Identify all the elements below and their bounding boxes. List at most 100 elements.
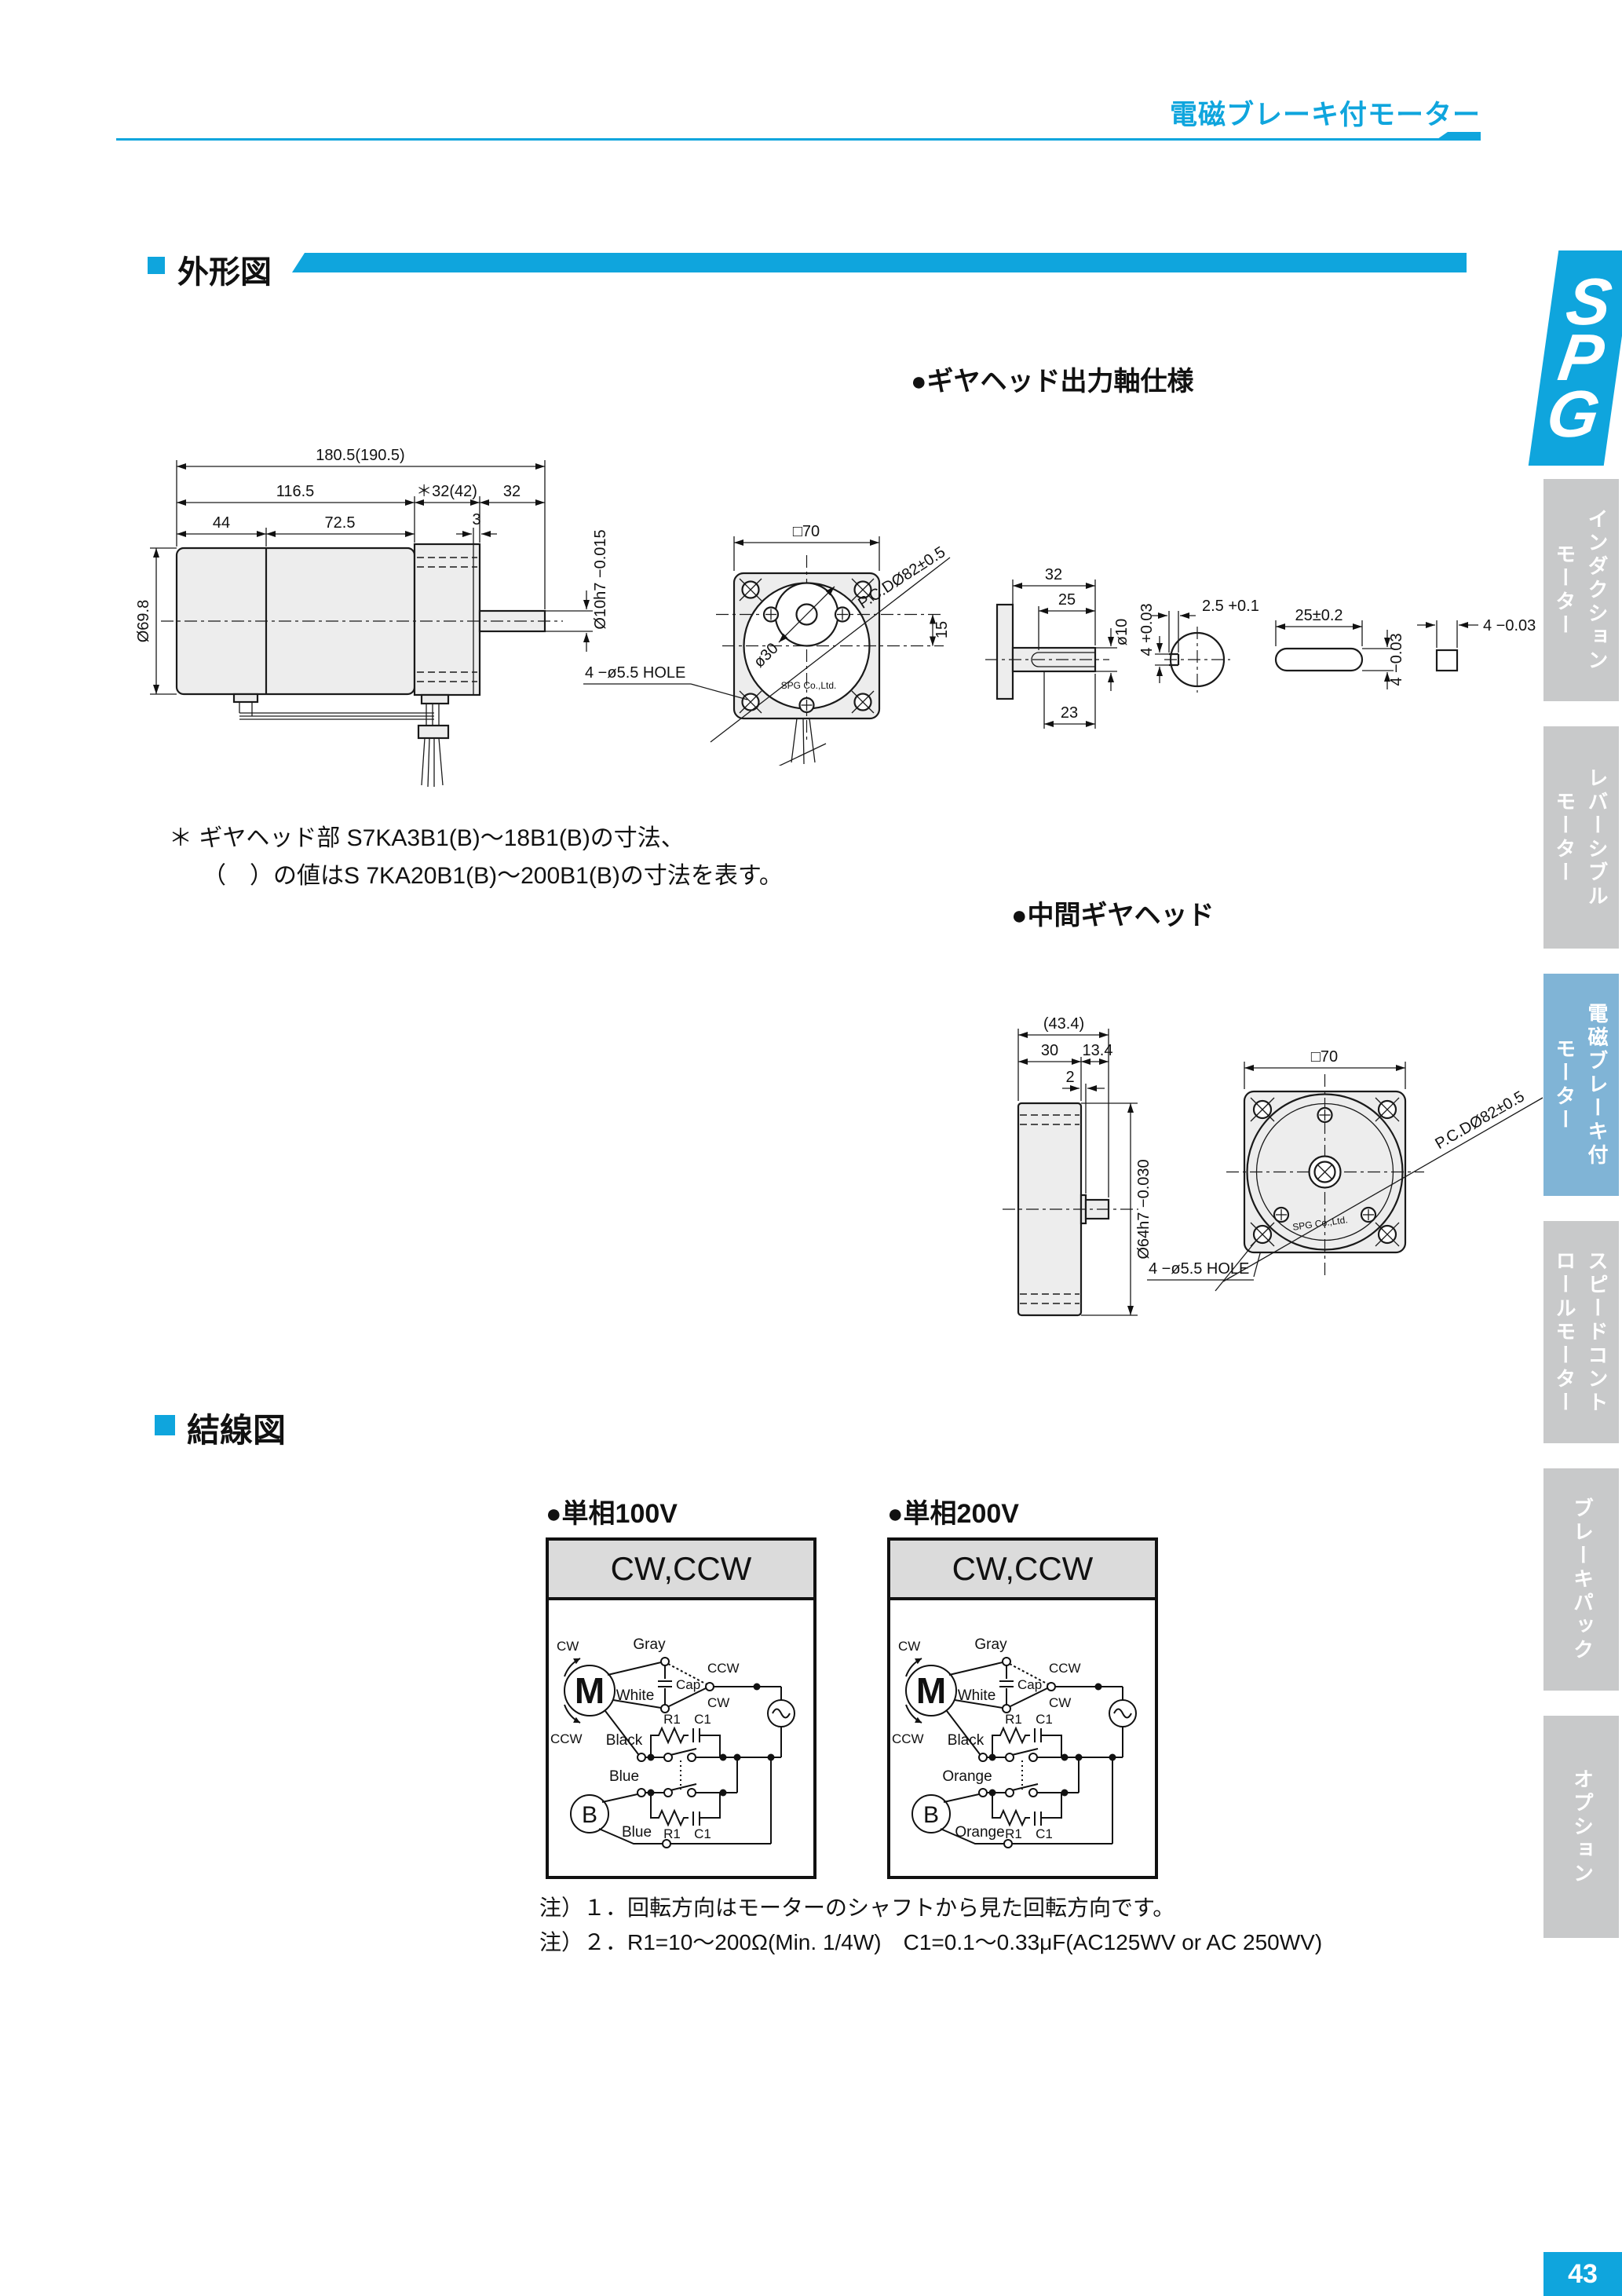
- wiring-section-title: 結線図: [187, 1412, 287, 1449]
- wiring-section-bullet: [155, 1415, 175, 1435]
- wiring-box-100v: CW,CCW M CW CCW Gray White Black Blue Bl…: [546, 1537, 816, 1879]
- dim-shoulder: 3: [472, 511, 480, 528]
- wire-black-label: Black: [606, 1732, 643, 1749]
- spg-logo-letter-g: G: [1542, 376, 1605, 451]
- header-rule: [116, 138, 1480, 141]
- tab-label-2: モーター: [1553, 790, 1576, 885]
- header-rule-accent: [1435, 132, 1481, 141]
- dim-keyway-len: 25: [1058, 591, 1076, 609]
- wire-white-label: White: [958, 1687, 996, 1704]
- dim-shaft-length: 32: [503, 483, 521, 500]
- tab-label: オプション: [1570, 1768, 1595, 1886]
- wiring-note-2: 注）２．R1=10〜200Ω(Min. 1/4W) C1=0.1〜0.33μF(…: [539, 1930, 1323, 1954]
- mid-hole-callout: 4 −ø5.5 HOLE: [1149, 1260, 1249, 1278]
- wire-brake1-label: Orange: [942, 1768, 992, 1785]
- sidebar-tab-brake-pack[interactable]: ブレーキパック: [1543, 1468, 1619, 1691]
- tab-label: インダクション: [1585, 507, 1609, 673]
- r1-top-label: R1: [663, 1712, 681, 1727]
- outline-note-2: （ ）の値はS 7KA20B1(B)〜200B1(B)の寸法を表す。: [203, 863, 783, 889]
- gearhead-output-shaft-subtitle: ●ギヤヘッド出力軸仕様: [911, 367, 1194, 397]
- motor-symbol: M: [575, 1670, 605, 1711]
- dim-shaft-diameter: Ø10h7 −0.015: [592, 529, 609, 629]
- dim-gearhead-length: ＊32(42): [416, 483, 477, 500]
- dim-key-height: 4 −0.03: [1388, 633, 1405, 686]
- wire-black-label: Black: [948, 1732, 985, 1749]
- tab-label: 電磁ブレーキ付: [1585, 1002, 1609, 1168]
- dim-motor-length: 116.5: [276, 483, 315, 500]
- hole-callout: 4 −ø5.5 HOLE: [585, 664, 685, 682]
- page-header-title: 電磁ブレーキ付モーター: [1169, 100, 1481, 130]
- dim-mid-length: 72.5: [325, 514, 356, 532]
- sel-cw-label: CW: [1049, 1695, 1071, 1710]
- sidebar-tab-reversible-motor[interactable]: レバーシブル モーター: [1543, 726, 1619, 949]
- wiring-circuit-200v: M CW CCW Gray White Black Orange Orange …: [892, 1636, 1137, 1848]
- outline-section-bullet: [148, 257, 165, 274]
- outline-note-1: ＊ ギヤヘッド部 S7KA3B1(B)〜18B1(B)の寸法、: [169, 825, 685, 851]
- wiring-circuit-100v: M CW CCW Gray White Black Blue Blue Cap …: [550, 1636, 795, 1848]
- diagram-200v-title: ●単相200V: [887, 1499, 1019, 1529]
- dim-flange-square: □70: [793, 523, 820, 540]
- wiring-mode-label: CW,CCW: [890, 1541, 1155, 1600]
- sidebar-tab-speed-control-motor[interactable]: スピードコント ロールモーター: [1543, 1221, 1619, 1443]
- dim-total: 180.5(190.5): [316, 447, 404, 464]
- dim-mid-pcd: P.C.DØ82±0.5: [1432, 1088, 1527, 1153]
- dim-shaft-offset: 15: [933, 621, 951, 638]
- dim-shaft-dia2: ø10: [1113, 619, 1131, 645]
- mid-gearhead-side-drawing: (43.4) 30 13.4 2 Ø64h7 −0.030 4 −ø5.5 HO…: [1003, 1015, 1266, 1317]
- motor-side-view-drawing: 180.5(190.5) 116.5 ＊32(42) 32 44 72.5 3 …: [135, 447, 609, 788]
- cap-label: Cap: [1017, 1677, 1042, 1692]
- c1-bottom-label: C1: [694, 1826, 711, 1841]
- wire-brake2-label: Orange: [955, 1824, 1004, 1841]
- dim-mid-front: 13.4: [1083, 1042, 1113, 1059]
- ccw-label: CCW: [550, 1731, 583, 1746]
- dim-body-diameter: Ø69.8: [135, 600, 152, 642]
- outline-section-title: 外形図: [177, 255, 272, 290]
- shaft-key-detail-drawing: 32 25 23 ø10 4 +0.03 2.5 +0.1 25±0.2 4 −…: [985, 566, 1536, 729]
- c1-bottom-label: C1: [1036, 1826, 1053, 1841]
- dim-mid-body: 30: [1041, 1042, 1058, 1059]
- dim-key-square: 4 −0.03: [1483, 617, 1536, 634]
- wire-brake1-label: Blue: [609, 1768, 639, 1785]
- tab-label: スピードコント: [1585, 1249, 1609, 1415]
- dim-mid-step: 2: [1065, 1069, 1074, 1086]
- wire-brake2-label: Blue: [622, 1824, 652, 1841]
- maker-label: SPG Co.,Ltd.: [781, 680, 837, 691]
- ccw-label: CCW: [892, 1731, 924, 1746]
- wiring-mode-label: CW,CCW: [549, 1541, 813, 1600]
- tab-label-2: ロールモーター: [1553, 1249, 1576, 1415]
- brake-symbol: B: [582, 1802, 597, 1828]
- c1-top-label: C1: [694, 1712, 711, 1727]
- dim-mid-flange-square: □70: [1311, 1048, 1338, 1066]
- outline-section-bar: [292, 253, 1467, 272]
- tab-label-2: モーター: [1553, 543, 1576, 638]
- brake-symbol: B: [923, 1802, 939, 1828]
- sidebar-tab-induction-motor[interactable]: インダクション モーター: [1543, 479, 1619, 701]
- mid-gearhead-subtitle: ●中間ギヤヘッド: [1011, 901, 1215, 930]
- sidebar-tab-electromagnetic-brake-motor[interactable]: 電磁ブレーキ付 モーター: [1543, 974, 1619, 1196]
- wiring-box-200v: CW,CCW M CW CCW Gray White Black Orange …: [887, 1537, 1158, 1879]
- mid-gearhead-front-drawing: □70 P.C.DØ82±0.5 SPG Co.,Ltd.: [1215, 1048, 1543, 1292]
- tab-label-2: モーター: [1553, 1037, 1576, 1132]
- sidebar-tab-options[interactable]: オプション: [1543, 1716, 1619, 1938]
- wire-white-label: White: [616, 1687, 655, 1704]
- page-number: 43: [1568, 2258, 1598, 2289]
- wire-gray-label: Gray: [633, 1636, 666, 1653]
- dim-rear-length: 44: [213, 514, 230, 532]
- gearhead-front-view-drawing: □70 P.C.DØ82±0.5 ø30 15 SPG Co.,Ltd. 4 −…: [583, 523, 951, 766]
- sel-ccw-label: CCW: [707, 1661, 740, 1676]
- dim-keyway-pos: 23: [1061, 704, 1078, 722]
- dim-mid-total: (43.4): [1043, 1015, 1084, 1033]
- cw-label: CW: [898, 1639, 920, 1654]
- page-number-badge: 43: [1543, 2252, 1622, 2296]
- dim-key-width: 4 +0.03: [1138, 603, 1156, 656]
- r1-bottom-label: R1: [1005, 1826, 1022, 1841]
- cw-label: CW: [557, 1639, 579, 1654]
- dim-shaft-len: 32: [1045, 566, 1062, 583]
- dim-key-length: 25±0.2: [1295, 607, 1343, 624]
- diagram-100v-title: ●単相100V: [546, 1499, 678, 1529]
- sel-ccw-label: CCW: [1049, 1661, 1081, 1676]
- r1-top-label: R1: [1005, 1712, 1022, 1727]
- wiring-note-1: 注）１．回転方向はモーターのシャフトから見た回転方向です。: [539, 1896, 1175, 1920]
- cap-label: Cap: [676, 1677, 700, 1692]
- r1-bottom-label: R1: [663, 1826, 681, 1841]
